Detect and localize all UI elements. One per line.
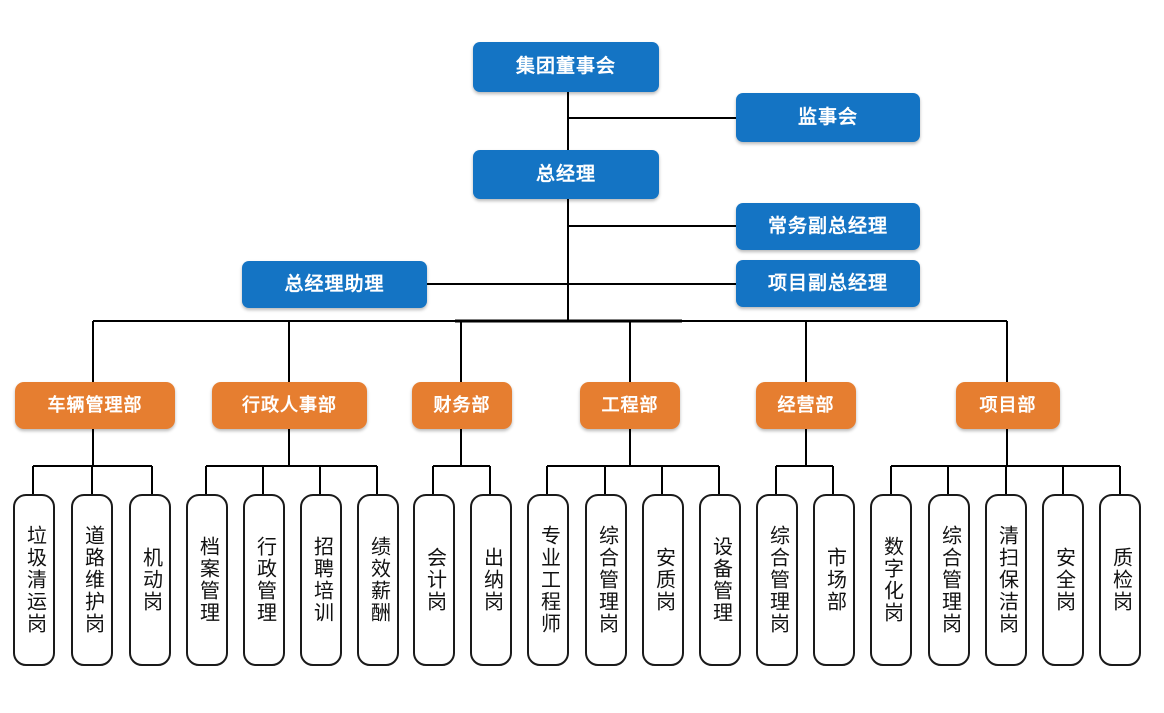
node-label: 道路维护岗 bbox=[81, 525, 104, 635]
node-group-board-of-directors[interactable]: 集团董事会 bbox=[473, 42, 659, 92]
node-post-accounting[interactable]: 会计岗 bbox=[413, 494, 455, 666]
node-post-cashier[interactable]: 出纳岗 bbox=[470, 494, 512, 666]
node-label: 招聘培训 bbox=[310, 536, 333, 624]
node-post-digitalization[interactable]: 数字化岗 bbox=[870, 494, 912, 666]
node-department-project[interactable]: 项目部 bbox=[956, 382, 1060, 429]
node-post-archive-management[interactable]: 档案管理 bbox=[186, 494, 228, 666]
node-department-engineering[interactable]: 工程部 bbox=[580, 382, 680, 429]
node-label: 行政管理 bbox=[253, 536, 276, 624]
node-post-market-department[interactable]: 市场部 bbox=[813, 494, 855, 666]
node-label: 安全岗 bbox=[1052, 547, 1075, 613]
node-label: 出纳岗 bbox=[480, 547, 503, 613]
node-label: 财务部 bbox=[433, 395, 491, 416]
node-post-motor-vehicle[interactable]: 机动岗 bbox=[129, 494, 171, 666]
node-label: 质检岗 bbox=[1109, 547, 1132, 613]
node-label: 常务副总经理 bbox=[767, 215, 888, 237]
node-label: 综合管理岗 bbox=[766, 525, 789, 635]
node-label: 设备管理 bbox=[709, 536, 732, 624]
node-label: 车辆管理部 bbox=[47, 395, 143, 416]
node-label: 绩效薪酬 bbox=[367, 536, 390, 624]
node-post-quality-inspection[interactable]: 质检岗 bbox=[1099, 494, 1141, 666]
node-executive-vice-general-manager[interactable]: 常务副总经理 bbox=[736, 203, 920, 250]
node-label: 清扫保洁岗 bbox=[995, 525, 1018, 635]
node-label: 数字化岗 bbox=[880, 536, 903, 624]
node-general-manager-assistant[interactable]: 总经理助理 bbox=[242, 261, 427, 308]
node-label: 档案管理 bbox=[196, 536, 219, 624]
node-label: 行政人事部 bbox=[242, 395, 337, 416]
node-department-administration-hr[interactable]: 行政人事部 bbox=[212, 382, 367, 429]
node-label: 项目副总经理 bbox=[767, 272, 888, 294]
node-label: 监事会 bbox=[797, 106, 858, 128]
node-label: 工程部 bbox=[601, 395, 659, 416]
node-post-road-maintenance[interactable]: 道路维护岗 bbox=[71, 494, 113, 666]
node-department-operations[interactable]: 经营部 bbox=[756, 382, 856, 429]
node-post-recruitment-training[interactable]: 招聘培训 bbox=[300, 494, 342, 666]
node-post-safety[interactable]: 安全岗 bbox=[1042, 494, 1084, 666]
node-post-engineering-general-management[interactable]: 综合管理岗 bbox=[585, 494, 627, 666]
node-label: 综合管理岗 bbox=[938, 525, 961, 635]
node-post-project-general-management[interactable]: 综合管理岗 bbox=[928, 494, 970, 666]
node-post-performance-compensation[interactable]: 绩效薪酬 bbox=[357, 494, 399, 666]
node-post-professional-engineer[interactable]: 专业工程师 bbox=[527, 494, 569, 666]
node-general-manager[interactable]: 总经理 bbox=[473, 150, 659, 199]
node-post-equipment-management[interactable]: 设备管理 bbox=[699, 494, 741, 666]
node-department-finance[interactable]: 财务部 bbox=[412, 382, 512, 429]
node-label: 会计岗 bbox=[423, 547, 446, 613]
node-label: 机动岗 bbox=[139, 547, 162, 613]
node-supervisory-board[interactable]: 监事会 bbox=[736, 93, 920, 142]
node-post-cleaning-sanitation[interactable]: 清扫保洁岗 bbox=[985, 494, 1027, 666]
node-department-vehicle-management[interactable]: 车辆管理部 bbox=[15, 382, 175, 429]
node-label: 垃圾清运岗 bbox=[23, 525, 46, 635]
node-label: 总经理助理 bbox=[284, 273, 385, 295]
node-label: 总经理 bbox=[535, 163, 596, 185]
node-post-operations-general-management[interactable]: 综合管理岗 bbox=[756, 494, 798, 666]
node-post-administration-management[interactable]: 行政管理 bbox=[243, 494, 285, 666]
node-label: 综合管理岗 bbox=[595, 525, 618, 635]
node-post-garbage-transport[interactable]: 垃圾清运岗 bbox=[13, 494, 55, 666]
node-label: 经营部 bbox=[777, 395, 835, 416]
node-post-safety-quality[interactable]: 安质岗 bbox=[642, 494, 684, 666]
node-label: 市场部 bbox=[823, 547, 846, 613]
node-label: 专业工程师 bbox=[537, 525, 560, 635]
node-label: 安质岗 bbox=[652, 547, 675, 613]
node-project-vice-general-manager[interactable]: 项目副总经理 bbox=[736, 260, 920, 307]
node-label: 项目部 bbox=[979, 395, 1037, 416]
node-label: 集团董事会 bbox=[515, 56, 616, 78]
